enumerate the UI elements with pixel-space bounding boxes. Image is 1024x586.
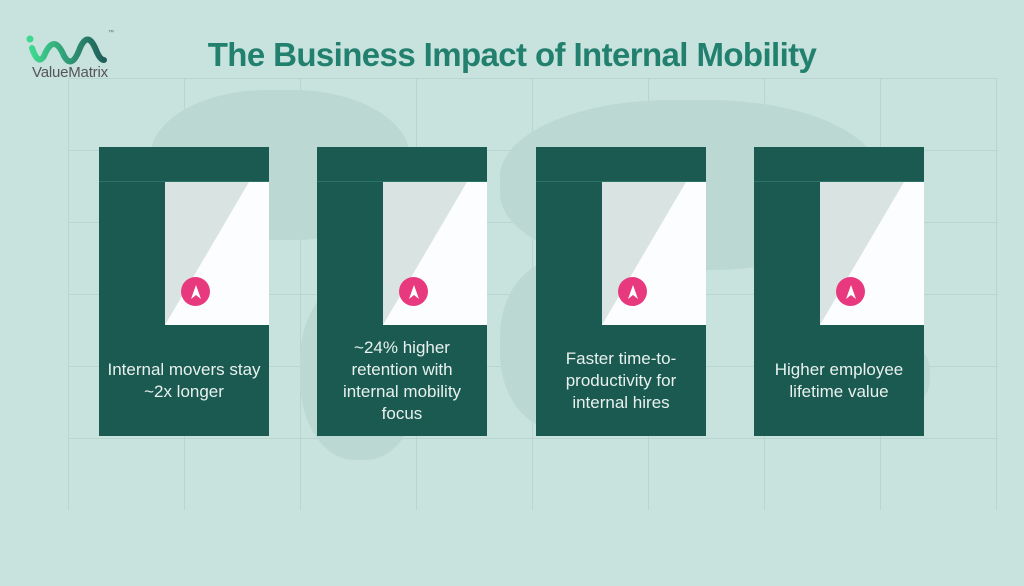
card-header-divider [317, 181, 487, 182]
card-header-divider [754, 181, 924, 182]
arrow-up-icon [399, 277, 428, 306]
arrow-up-icon [181, 277, 210, 306]
card-text: Faster time-to-productivity for internal… [565, 348, 677, 412]
card-text: ~24% higher retention with internal mobi… [342, 337, 462, 423]
arrow-up-icon [836, 277, 865, 306]
valuematrix-logo-icon [26, 35, 107, 65]
impact-card: Higher employee lifetime value [754, 147, 924, 436]
card-header-divider [536, 181, 706, 182]
brand-name: ValueMatrix [32, 64, 108, 81]
impact-card: ~24% higher retention with internal mobi… [317, 147, 487, 436]
page-title: The Business Impact of Internal Mobility [207, 36, 817, 73]
impact-card: Internal movers stay ~2x longer [99, 147, 269, 436]
card-illustration-panel [820, 182, 924, 325]
card-header-divider [99, 181, 269, 182]
card-illustration-panel [165, 182, 269, 325]
impact-card: Faster time-to-productivity for internal… [536, 147, 706, 436]
card-illustration-panel [383, 182, 487, 325]
arrow-up-icon [618, 277, 647, 306]
card-illustration-panel [602, 182, 706, 325]
card-text: Internal movers stay ~2x longer [107, 359, 261, 401]
card-text: Higher employee lifetime value [774, 359, 904, 401]
trademark: ™ [108, 30, 114, 36]
